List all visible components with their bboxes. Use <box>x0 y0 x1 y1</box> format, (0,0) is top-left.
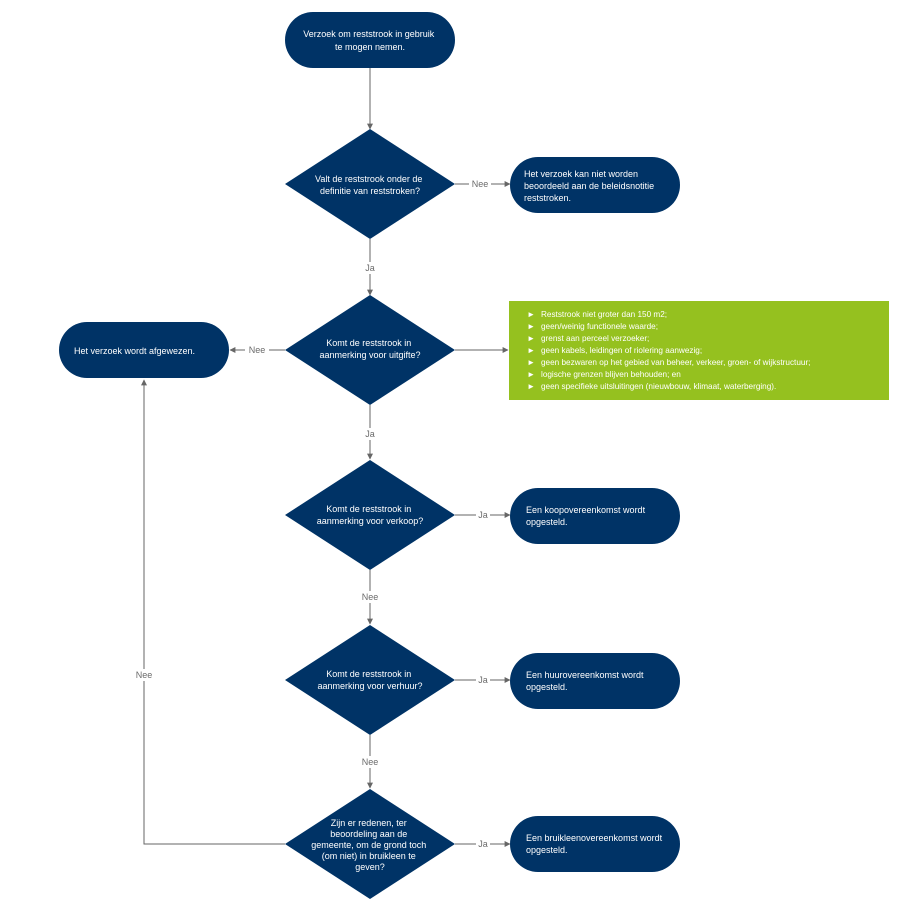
criteria-bullet: ► <box>527 382 535 391</box>
result-huur <box>510 653 680 709</box>
start-node-text: Verzoek om reststrook in gebruik te moge… <box>303 29 437 52</box>
criteria-bullet: ► <box>527 322 535 331</box>
criteria-bullet: ► <box>527 334 535 343</box>
criteria-item: geen specifieke uitsluitingen (nieuwbouw… <box>541 382 776 391</box>
decision-verkoop-text: Komt de reststrook in aanmerking voor ve… <box>317 504 424 526</box>
result-not-assessable-text: Het verzoek kan niet worden beoordeeld a… <box>524 169 657 203</box>
decision-definition <box>285 129 455 239</box>
criteria-bullet: ► <box>527 310 535 319</box>
nodes: Verzoek om reststrook in gebruik te moge… <box>59 12 889 899</box>
result-bruikleen <box>510 816 680 872</box>
criteria-bullet: ► <box>527 358 535 367</box>
decision-verhuur-text: Komt de reststrook in aanmerking voor ve… <box>317 669 422 691</box>
decision-uitgifte-text: Komt de reststrook in aanmerking voor ui… <box>319 338 420 360</box>
criteria-item: logische grenzen blijven behouden; en <box>541 370 681 379</box>
edge-label-q1-no: Nee <box>472 179 489 189</box>
edge-label-q3-yes: Ja <box>478 510 488 520</box>
edge-label-q4-yes: Ja <box>478 675 488 685</box>
result-rejected <box>59 322 229 378</box>
edge-label-q5-yes: Ja <box>478 839 488 849</box>
result-bruikleen-text: Een bruikleenovereenkomst wordt opgestel… <box>526 833 665 855</box>
edge-label-q3-no: Nee <box>362 592 379 602</box>
result-not-assessable <box>510 157 680 213</box>
criteria-item: geen bezwaren op het gebied van beheer, … <box>541 358 810 367</box>
criteria-item: geen/weinig functionele waarde; <box>541 322 658 331</box>
result-huur-text: Een huurovereenkomst wordt opgesteld. <box>526 670 646 692</box>
decision-verhuur <box>285 625 455 735</box>
decision-bruikleen-text: Zijn er redenen, ter beoordeling aan de … <box>311 818 429 872</box>
result-koop <box>510 488 680 544</box>
criteria-list: ► Reststrook niet groter dan 150 m2; ► g… <box>527 310 810 391</box>
edge-label-q5-no: Nee <box>136 670 153 680</box>
decision-bruikleen <box>285 789 455 899</box>
edge-label-q2-yes: Ja <box>365 429 375 439</box>
decision-uitgifte <box>285 295 455 405</box>
criteria-item: Reststrook niet groter dan 150 m2; <box>541 310 667 319</box>
edge-label-q1-yes: Ja <box>365 263 375 273</box>
edge-label-q2-no: Nee <box>249 345 266 355</box>
decision-verkoop <box>285 460 455 570</box>
edge-q5-reject <box>141 379 285 845</box>
start-node <box>285 12 455 68</box>
edge-label-q4-no: Nee <box>362 757 379 767</box>
criteria-box <box>509 301 889 400</box>
criteria-bullet: ► <box>527 346 535 355</box>
result-koop-text: Een koopovereenkomst wordt opgesteld. <box>526 505 648 527</box>
criteria-item: geen kabels, leidingen of riolering aanw… <box>541 346 702 355</box>
criteria-item: grenst aan perceel verzoeker; <box>541 334 649 343</box>
edge-labels: Nee Ja Nee Ja Ja Nee Ja Nee Ja Nee <box>132 178 491 850</box>
decision-definition-text: Valt de reststrook onder de definitie va… <box>315 174 425 196</box>
criteria-bullet: ► <box>527 370 535 379</box>
result-rejected-text: Het verzoek wordt afgewezen. <box>74 346 195 356</box>
